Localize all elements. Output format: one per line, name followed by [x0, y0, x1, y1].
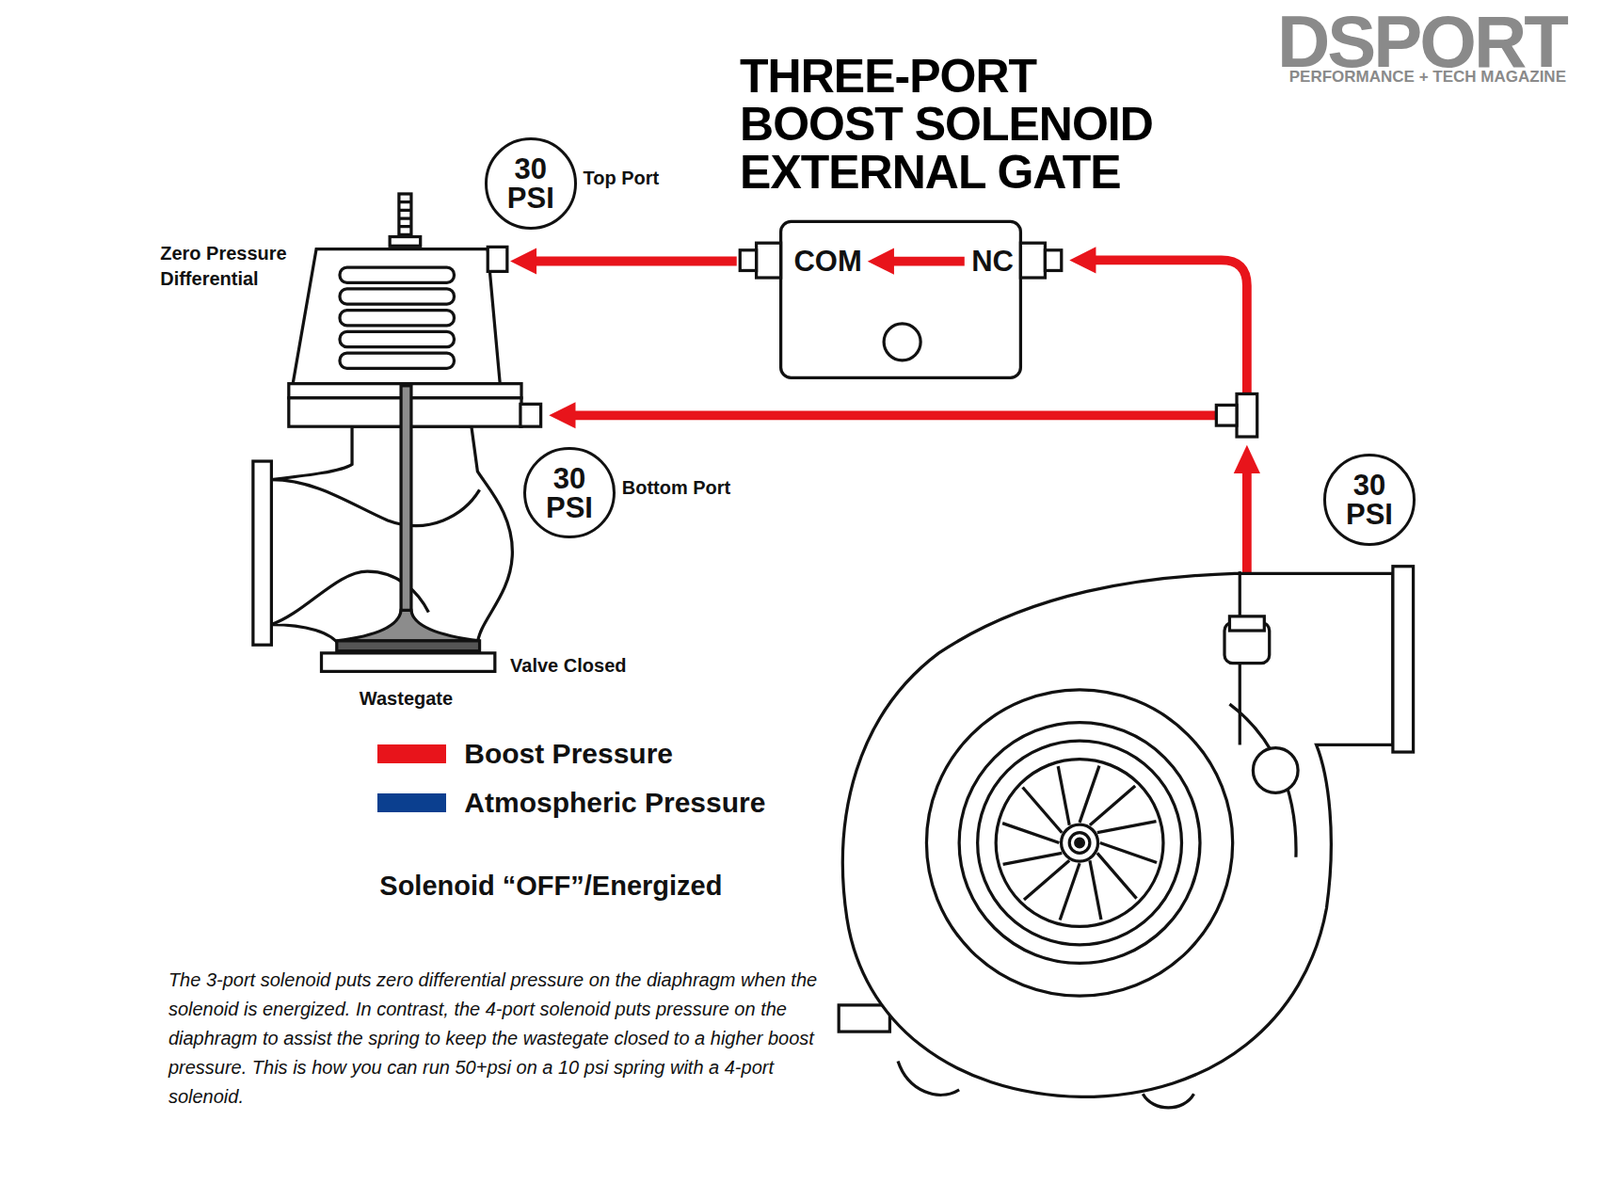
port-label: Top Port [583, 165, 660, 191]
wheel-blade [1089, 860, 1102, 920]
pressure-value: 30 PSI [496, 154, 565, 213]
pressure-callout: 30 PSI [1323, 453, 1416, 546]
wheel-blade [1089, 785, 1136, 826]
pressure-callout: 30 PSIBottom Port [523, 447, 616, 540]
wheel-blade [1097, 852, 1137, 898]
legend-text: Atmospheric Pressure [464, 785, 766, 820]
wastegate-drawing [253, 193, 542, 672]
wastegate: Wastegate [250, 192, 511, 713]
callout-label: Zero Pressure Differential [160, 240, 302, 292]
pressure-value: 30 PSI [535, 464, 604, 523]
turbocharger-drawing [838, 566, 1413, 1108]
port-label: Bottom Port [622, 475, 732, 500]
wheel-blade [1024, 860, 1070, 900]
port-name: NC [971, 244, 1014, 279]
wheel-blade [1079, 766, 1100, 823]
state-label: Solenoid “OFF”/Energized [379, 868, 722, 903]
part-label: Wastegate [359, 686, 453, 711]
wheel-blade [1023, 786, 1063, 832]
wheel-blade [1003, 852, 1063, 864]
pressure-value: 30 PSI [1335, 470, 1404, 529]
diagram-title: THREE-PORT BOOST SOLENOID EXTERNAL GATE [739, 52, 1211, 197]
wheel-blade [1097, 821, 1157, 833]
legend-swatch [377, 744, 447, 764]
wheel-blade [1059, 863, 1080, 920]
pressure-callout: 30 PSITop Port [484, 137, 577, 230]
legend-swatch [377, 793, 447, 813]
solenoid-outline [736, 216, 1067, 383]
wheel-blade [1057, 766, 1070, 826]
caption-text: The 3-port solenoid puts zero differenti… [168, 965, 818, 1112]
port-name: COM [793, 244, 862, 279]
logo-subtitle: PERFORMANCE + TECH MAGAZINE [1289, 67, 1567, 87]
boost-connector [510, 248, 737, 275]
legend-text: Boost Pressure [464, 736, 673, 771]
wheel-blade [1100, 843, 1157, 864]
wheel-blade [1002, 823, 1059, 844]
callout-label: Valve Closed [510, 654, 626, 677]
boost-solenoid: COM NC [736, 216, 1067, 383]
tee-fitting [1216, 393, 1257, 437]
